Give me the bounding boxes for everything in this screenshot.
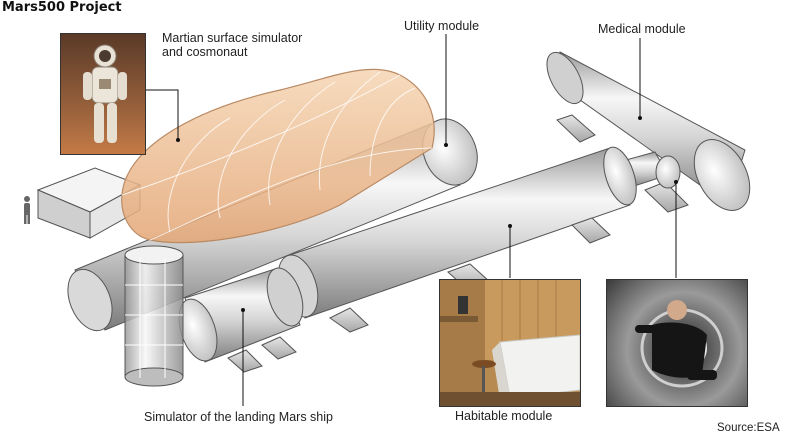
- human-silhouette: [24, 196, 30, 224]
- source-credit: Source:ESA: [717, 422, 780, 434]
- medical-module-photo: [606, 279, 748, 407]
- label-medical-module: Medical module: [598, 22, 686, 36]
- habitable-module-photo: [439, 279, 581, 407]
- label-utility-module: Utility module: [404, 19, 480, 33]
- label-surface-simulator-line1: Martian surface simulator: [162, 31, 303, 45]
- martian-surface-simulator: [121, 68, 435, 244]
- cosmonaut-figure: [83, 44, 127, 143]
- page-title: Mars500 Project: [2, 0, 122, 15]
- vertical-cylinder: [124, 245, 184, 387]
- leader-dots: [176, 116, 678, 312]
- habitable-interior: [440, 280, 580, 406]
- label-habitable-module: Habitable module: [455, 409, 553, 423]
- label-landing-simulator: Simulator of the landing Mars ship: [144, 410, 333, 424]
- label-surface-simulator-line2: and cosmonaut: [162, 45, 248, 59]
- cosmonaut-photo: [60, 33, 146, 155]
- medical-interior: [635, 300, 724, 388]
- leader-lines: [144, 34, 677, 406]
- leader-surface: [144, 89, 179, 140]
